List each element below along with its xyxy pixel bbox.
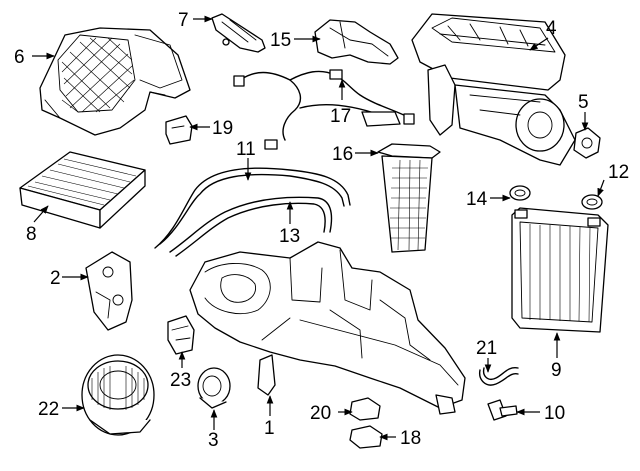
part-18-connector — [349, 425, 383, 449]
part-19-clip — [165, 115, 193, 145]
callout-17: 17 — [330, 106, 351, 127]
callout-1: 1 — [264, 418, 275, 439]
part-6-blower-inlet-housing — [39, 27, 191, 136]
callout-12: 12 — [608, 162, 629, 183]
callout-9: 9 — [551, 360, 562, 381]
part-20-connector — [349, 397, 381, 421]
part-17-wiring-harness — [233, 69, 415, 150]
part-13-drain-tube — [169, 196, 333, 257]
part-15-duct — [314, 19, 399, 65]
part-21-hose — [479, 366, 519, 386]
part-5-actuator — [573, 127, 601, 159]
callout-14: 14 — [466, 189, 488, 210]
callout-21: 21 — [476, 338, 497, 359]
callout-7: 7 — [178, 10, 189, 31]
callout-11: 11 — [236, 139, 256, 160]
callout-15: 15 — [270, 30, 291, 51]
part-23-resistor — [167, 315, 195, 355]
callout-23: 23 — [170, 370, 191, 391]
part-9-evaporator-core — [511, 207, 609, 333]
part-1-hvac-case — [189, 241, 466, 415]
part-16-heater-core — [377, 143, 441, 253]
callout-19: 19 — [212, 118, 233, 139]
part-3-mount — [197, 367, 231, 409]
callout-2: 2 — [50, 268, 61, 289]
part-11-drain-tube — [154, 167, 351, 249]
callout-22: 22 — [38, 399, 59, 420]
callout-6: 6 — [14, 47, 25, 68]
callout-10: 10 — [544, 403, 565, 424]
callout-16: 16 — [332, 144, 353, 165]
part-2-bracket — [85, 251, 133, 331]
part-4-evaporator-upper-case — [411, 13, 576, 166]
callout-labels: 6 7 15 4 5 19 17 16 11 13 8 14 12 2 9 21… — [14, 10, 629, 451]
part-10-bolt — [487, 399, 518, 421]
part-8-cabin-air-filter — [19, 151, 146, 229]
callout-13: 13 — [279, 226, 300, 247]
callout-3: 3 — [208, 430, 219, 451]
callout-18: 18 — [400, 428, 421, 449]
part-12-o-ring — [581, 194, 603, 210]
callout-4: 4 — [546, 18, 557, 39]
callout-20: 20 — [310, 403, 331, 424]
leader-lines — [32, 15, 605, 441]
part-7-actuator-bracket — [211, 13, 266, 53]
callout-8: 8 — [26, 224, 37, 245]
part-22-blower-motor — [81, 354, 155, 436]
part-14-o-ring — [509, 185, 531, 201]
callout-5: 5 — [578, 92, 589, 113]
